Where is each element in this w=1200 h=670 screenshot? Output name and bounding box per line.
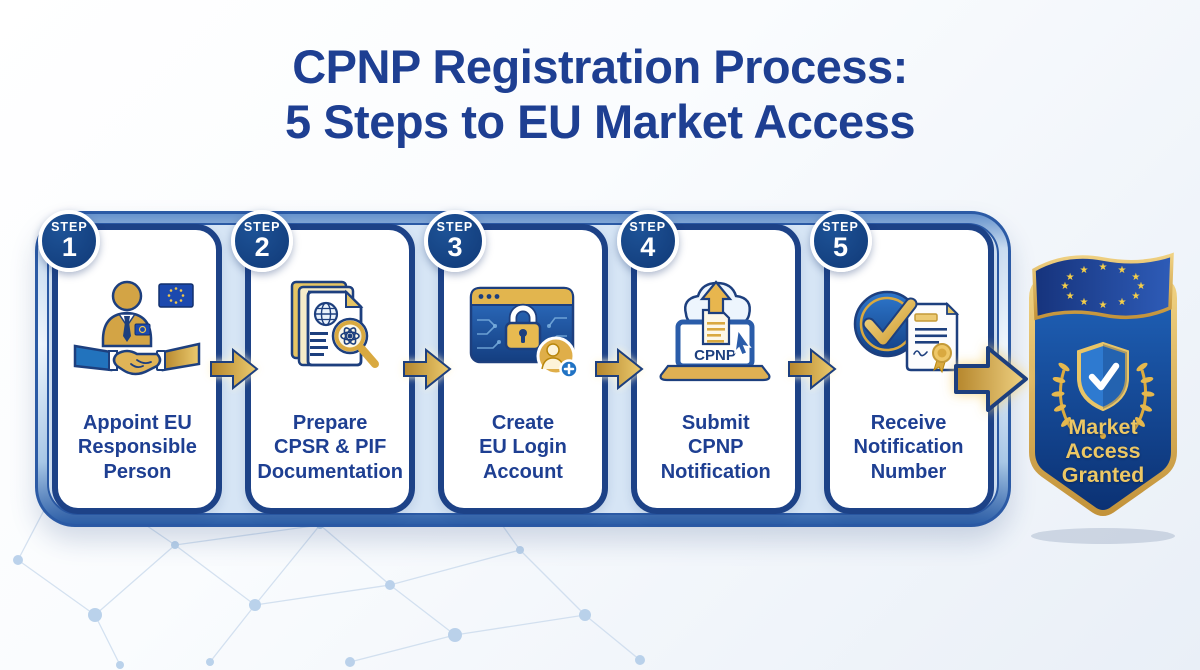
step-5-badge: STEP 5 <box>809 210 872 272</box>
step-word: STEP <box>436 219 474 234</box>
final-flow-arrow <box>950 334 1032 429</box>
arrow-right-icon <box>595 347 644 391</box>
step-card-2: STEP 2 <box>231 210 416 514</box>
step-card-4: STEP 4 CPNP Su <box>616 210 801 514</box>
handshake-eu-icon <box>71 270 203 390</box>
step-2-label: Prepare CPSR & PIF Documentation <box>257 411 403 483</box>
step-card-3: STEP 3 <box>423 210 608 514</box>
step-number: 5 <box>833 232 849 263</box>
step-word: STEP <box>822 219 859 234</box>
process-track: STEP 1 <box>38 210 999 515</box>
step-number: 1 <box>61 232 77 263</box>
flow-arrow-1 <box>209 225 259 513</box>
step-4-badge: STEP 4 <box>616 210 679 272</box>
eu-flag-stars: ★★★★★★★★★★★★ <box>1060 262 1146 311</box>
process-container: STEP 1 <box>35 210 1011 527</box>
award-shield-icon <box>1029 252 1177 544</box>
step-5-label: Receive Notification Number <box>853 411 964 483</box>
step-1-label: Appoint EU Responsible Person <box>77 411 197 483</box>
arrow-right-icon <box>954 346 1028 412</box>
arrow-right-icon <box>788 347 837 391</box>
step-3-badge: STEP 3 <box>423 210 486 272</box>
page-title-line1: CPNP Registration Process: <box>292 40 908 93</box>
step-3-label: Create EU Login Account <box>479 411 567 483</box>
market-access-badge: ★★★★★★★★★★★★ Market Access Granted <box>1008 246 1198 546</box>
flow-arrow-3 <box>595 225 644 513</box>
flow-arrow-2 <box>402 225 452 513</box>
cloud-upload-laptop-icon: CPNP <box>650 270 782 390</box>
step-1-badge: STEP 1 <box>38 210 101 272</box>
page-title-line2: 5 Steps to EU Market Access <box>285 94 915 148</box>
step-2-badge: STEP 2 <box>231 210 294 272</box>
page-title: CPNP Registration Process: 5 Steps to EU… <box>0 40 1200 150</box>
step-number: 4 <box>640 232 656 263</box>
laptop-screen-text: CPNP <box>694 347 736 364</box>
step-word: STEP <box>243 219 281 234</box>
step-card-1: STEP 1 <box>38 210 223 514</box>
check-certificate-icon <box>843 270 975 390</box>
step-number: 2 <box>254 232 270 263</box>
market-access-label: Market Access Granted <box>1061 415 1145 488</box>
secure-login-icon <box>457 270 589 390</box>
arrow-right-icon <box>209 347 259 391</box>
network-pattern <box>13 442 645 669</box>
step-4-label: Submit CPNP Notification <box>660 411 771 483</box>
arrow-right-icon <box>402 347 452 391</box>
step-number: 3 <box>447 232 463 263</box>
step-word: STEP <box>51 219 88 234</box>
step-word: STEP <box>629 219 667 234</box>
flow-arrow-4 <box>788 225 837 513</box>
documents-magnifier-icon <box>264 270 396 390</box>
